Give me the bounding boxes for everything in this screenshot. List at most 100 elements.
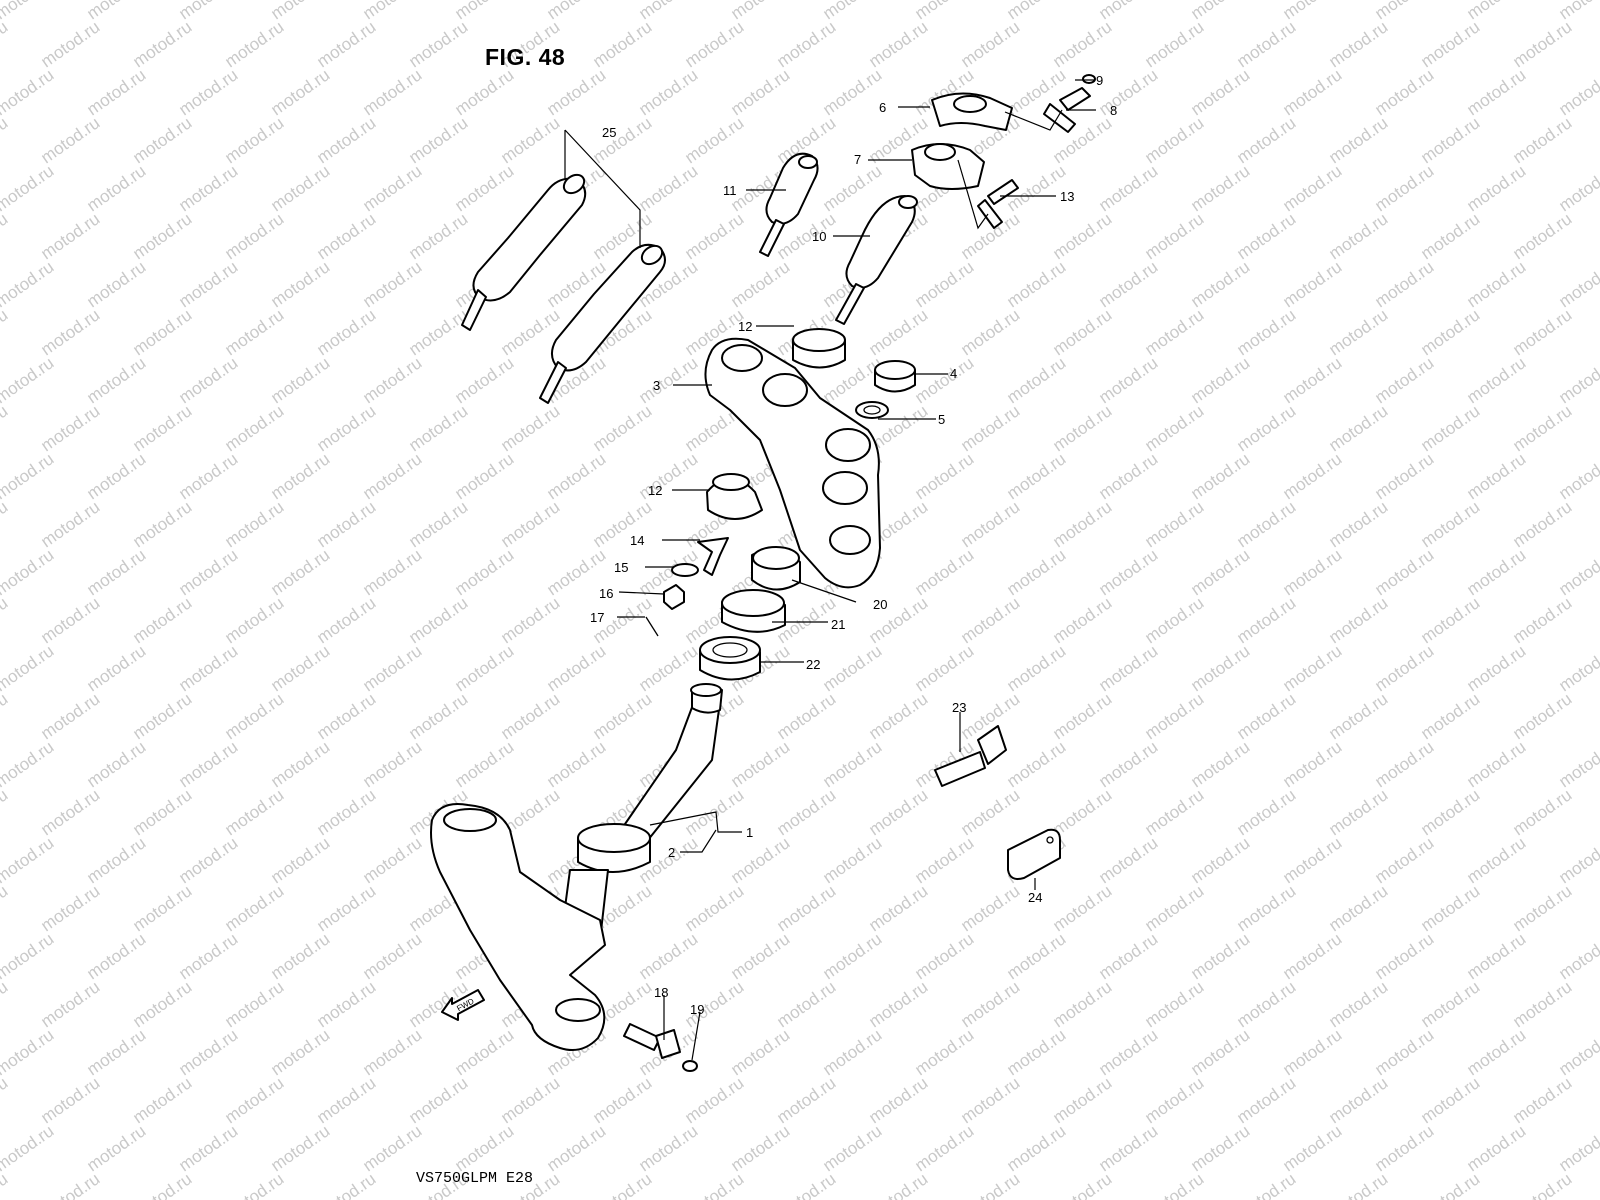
watermark-text: motod.ru	[405, 305, 471, 359]
watermark-text: motod.ru	[175, 1121, 241, 1175]
watermark-text: motod.ru	[0, 977, 11, 1031]
watermark-text: motod.ru	[1371, 545, 1437, 599]
watermark-text: motod.ru	[1417, 305, 1483, 359]
watermark-text: motod.ru	[0, 641, 57, 695]
watermark-text: motod.ru	[1095, 833, 1161, 887]
watermark-text: motod.ru	[589, 1073, 655, 1127]
watermark-text: motod.ru	[635, 929, 701, 983]
watermark-text: motod.ru	[911, 257, 977, 311]
watermark-text: motod.ru	[957, 497, 1023, 551]
watermark-text: motod.ru	[313, 689, 379, 743]
watermark-text: motod.ru	[0, 1169, 11, 1200]
watermark-text: motod.ru	[1325, 977, 1391, 1031]
callout-7: 7	[854, 152, 861, 167]
watermark-text: motod.ru	[0, 1025, 57, 1079]
watermark-text: motod.ru	[37, 689, 103, 743]
watermark-text: motod.ru	[129, 497, 195, 551]
watermark-text: motod.ru	[1509, 1169, 1575, 1200]
watermark-text: motod.ru	[1555, 257, 1600, 311]
watermark-text: motod.ru	[83, 641, 149, 695]
watermark-text: motod.ru	[1141, 305, 1207, 359]
watermark-text: motod.ru	[267, 1025, 333, 1079]
watermark-text: motod.ru	[129, 593, 195, 647]
watermark-text: motod.ru	[0, 689, 11, 743]
watermark-text: motod.ru	[773, 689, 839, 743]
callout-15: 15	[614, 560, 628, 575]
watermark-text: motod.ru	[1371, 737, 1437, 791]
watermark-text: motod.ru	[1371, 257, 1437, 311]
callout-19: 19	[690, 1002, 704, 1017]
watermark-text: motod.ru	[1417, 689, 1483, 743]
watermark-text: motod.ru	[0, 17, 11, 71]
watermark-text: motod.ru	[0, 305, 11, 359]
caps-and-washers	[645, 328, 916, 681]
watermark-text: motod.ru	[1095, 257, 1161, 311]
watermark-text: motod.ru	[1187, 449, 1253, 503]
watermark-text: motod.ru	[727, 65, 793, 119]
watermark-text: motod.ru	[1141, 113, 1207, 167]
watermark-text: motod.ru	[1233, 593, 1299, 647]
watermark-text: motod.ru	[1509, 1073, 1575, 1127]
watermark-text: motod.ru	[1279, 737, 1345, 791]
watermark-text: motod.ru	[1233, 113, 1299, 167]
watermark-text: motod.ru	[589, 113, 655, 167]
watermark-text: motod.ru	[1233, 689, 1299, 743]
callout-2: 2	[668, 845, 675, 860]
watermark-text: motod.ru	[865, 1073, 931, 1127]
watermark-text: motod.ru	[543, 449, 609, 503]
watermark-text: motod.ru	[267, 737, 333, 791]
watermark-text: motod.ru	[1555, 545, 1600, 599]
watermark-text: motod.ru	[359, 1025, 425, 1079]
watermark-text: motod.ru	[37, 209, 103, 263]
watermark-text: motod.ru	[1555, 161, 1600, 215]
watermark-text: motod.ru	[1555, 65, 1600, 119]
watermark-text: motod.ru	[1003, 545, 1069, 599]
watermark-text: motod.ru	[267, 257, 333, 311]
watermark-text: motod.ru	[129, 113, 195, 167]
watermark-text: motod.ru	[221, 113, 287, 167]
watermark-text: motod.ru	[83, 929, 149, 983]
watermark-text: motod.ru	[865, 689, 931, 743]
callout-4: 4	[950, 366, 957, 381]
watermark-text: motod.ru	[0, 1121, 57, 1175]
watermark-text: motod.ru	[1095, 1025, 1161, 1079]
watermark-text: motod.ru	[911, 1025, 977, 1079]
watermark-text: motod.ru	[497, 497, 563, 551]
watermark-text: motod.ru	[819, 161, 885, 215]
watermark-text: motod.ru	[405, 209, 471, 263]
watermark-text: motod.ru	[405, 593, 471, 647]
watermark-text: motod.ru	[175, 641, 241, 695]
watermark-text: motod.ru	[1463, 1121, 1529, 1175]
callout-25: 25	[602, 125, 616, 140]
watermark-text: motod.ru	[1141, 689, 1207, 743]
watermark-text: motod.ru	[313, 593, 379, 647]
watermark-text: motod.ru	[175, 1025, 241, 1079]
watermark-text: motod.ru	[1141, 1169, 1207, 1200]
watermark-text: motod.ru	[1095, 449, 1161, 503]
watermark-text: motod.ru	[267, 161, 333, 215]
watermark-text: motod.ru	[1463, 833, 1529, 887]
watermark-text: motod.ru	[1417, 497, 1483, 551]
watermark-text: motod.ru	[1417, 977, 1483, 1031]
watermark-text: motod.ru	[1003, 1121, 1069, 1175]
watermark-text: motod.ru	[267, 353, 333, 407]
watermark-text: motod.ru	[1141, 977, 1207, 1031]
watermark-text: motod.ru	[1555, 353, 1600, 407]
watermark-text: motod.ru	[313, 497, 379, 551]
watermark-text: motod.ru	[83, 257, 149, 311]
watermark-text: motod.ru	[1049, 1169, 1115, 1200]
ignition-parts	[934, 725, 1061, 880]
watermark-text: motod.ru	[83, 65, 149, 119]
watermark-text: motod.ru	[957, 1073, 1023, 1127]
watermark-text: motod.ru	[1325, 113, 1391, 167]
watermark-text: motod.ru	[1463, 449, 1529, 503]
callout-16: 16	[599, 586, 613, 601]
watermark-text: motod.ru	[129, 689, 195, 743]
watermark-text: motod.ru	[773, 977, 839, 1031]
watermark-text: motod.ru	[1417, 209, 1483, 263]
watermark-text: motod.ru	[175, 929, 241, 983]
watermark-text: motod.ru	[221, 977, 287, 1031]
watermark-text: motod.ru	[0, 833, 57, 887]
watermark-text: motod.ru	[1509, 497, 1575, 551]
watermark-text: motod.ru	[0, 1073, 11, 1127]
